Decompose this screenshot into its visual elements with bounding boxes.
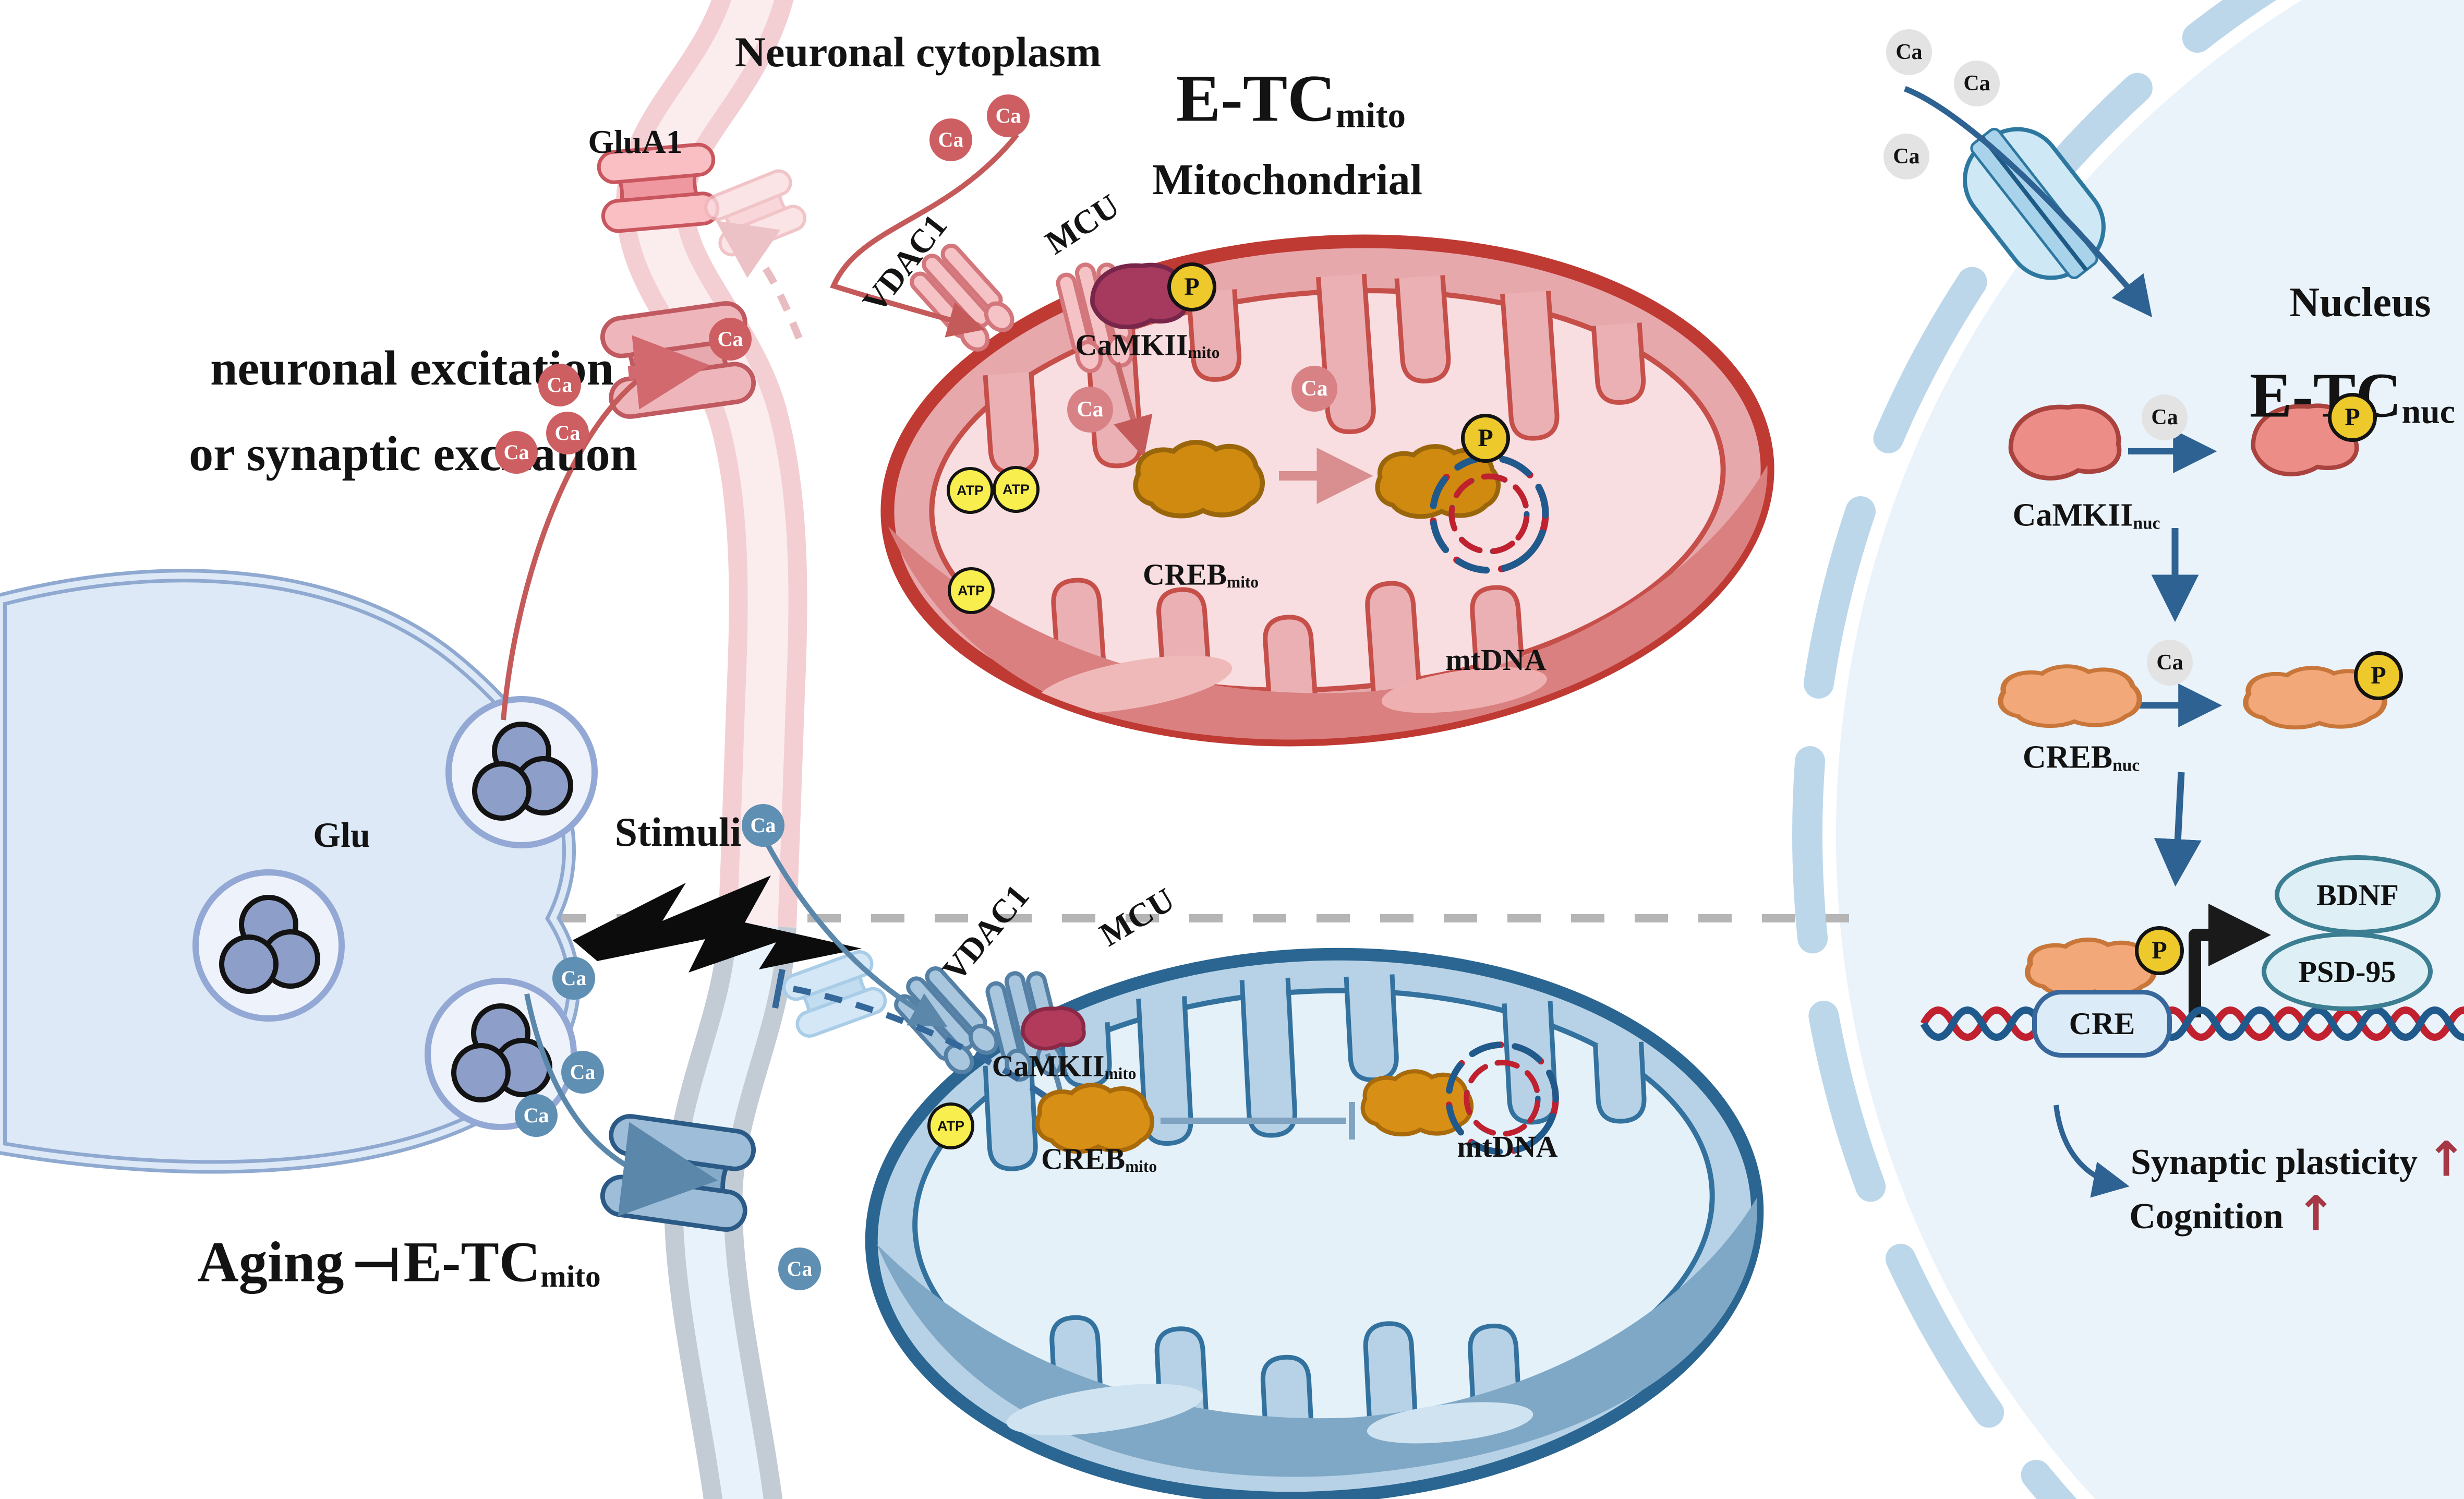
ca-influx-arrow [627,335,710,410]
inhibition-tbar [772,968,786,1009]
ca-ion-nucleus: Ca [1883,134,1929,179]
glu-vesicle [192,869,345,1022]
ca-influx-arrow-aged [618,1122,718,1217]
cognition-up-arrow: ↑ [2296,1185,2336,1242]
psd95-pill: PSD-95 [2262,932,2433,1011]
atp-token-aged: ATP [927,1102,974,1149]
phospho-badge: P [2135,926,2184,975]
flow-down-arrow-2 [2154,772,2202,887]
ca-path-to-vdac-aged [763,840,948,1027]
ca-ion: Ca [929,118,972,161]
ca-ion: Ca [709,318,752,361]
cre-box: CRE [2032,990,2172,1058]
glu-vesicle [425,978,577,1130]
cognition-label: Cognition [2129,1196,2284,1237]
stimuli-label: Stimuli [614,809,742,855]
ca-ion: Ca [538,364,581,406]
mcu-label-blue: MCU [1093,880,1181,954]
ca-ion-aged: Ca [742,804,784,847]
plasticity-up-arrow: ↑ [2426,1131,2464,1188]
outcome-curved-arrow [2054,1105,2130,1198]
matrix-shadow-blue [876,1197,1757,1477]
camkii-nuc-label: CaMKIInuc [2012,497,2160,533]
stimuli-bolt-icon [573,876,862,973]
camkii-mito-label-red: CaMKIImito [1075,328,1220,362]
synaptic-terminal [0,569,598,1174]
nuclear-envelope-ring [1792,0,2277,1499]
ca-ion-aged: Ca [515,1094,558,1137]
transcription-arrow [2189,904,2271,1017]
camkii-to-creb-arrow [1114,362,1153,458]
ca-entry-nucleus-arrow [1904,86,2153,318]
bdnf-pill: BDNF [2275,855,2441,934]
glua1-channel-icon [597,142,720,233]
synaptic-plasticity-label: Synaptic plasticity [2130,1142,2418,1182]
ca-ion-aged: Ca [552,957,595,1000]
ca-ion-aged: Ca [561,1051,604,1094]
creb-mito-label-red: CREBmito [1142,557,1259,592]
ca-ion-nucleus: Ca [1954,61,2000,106]
glu-vesicle [445,696,598,848]
ca-ion-matrix: Ca [1067,387,1113,433]
ca-ion-aged: Ca [778,1248,821,1290]
matrix-shadow-red [888,465,1768,747]
ca-influx-path [501,366,656,721]
atp-token: ATP [948,567,995,614]
ca-ion-matrix: Ca [1291,366,1337,412]
nucleus-body [1792,0,2464,1499]
ca-ion: Ca [546,412,589,454]
ca-path-to-vdac [830,133,1019,338]
phospho-badge: P [1167,262,1216,311]
vdac1-label-red: VDAC1 [855,207,955,319]
nucleus-title: Nucleus [2289,280,2431,326]
receptor-trafficking-dashed-arrow [716,220,803,340]
ca-ion: Ca [987,94,1030,137]
ca-ion-nucleus: Ca [1886,29,1932,75]
atp-token: ATP [947,467,994,514]
camkii-mito-label-blue: CaMKIImito [992,1049,1137,1083]
creb-mito-label-blue: CREBmito [1041,1142,1157,1176]
phospho-badge: P [2328,393,2377,442]
phospho-badge: P [1461,414,1510,463]
mtdna-label-blue: mtDNA [1457,1130,1558,1164]
ca-ion-nucleus: Ca [2147,640,2193,686]
vdac1-label-blue: VDAC1 [935,877,1036,988]
atp-token: ATP [993,466,1040,513]
dna-helix [1920,1006,2464,1041]
phospho-badge: P [2354,651,2403,700]
inhibition-glyph [355,1248,397,1281]
creb-nuc-label: CREBnuc [2022,739,2140,775]
aging-inhibition-dashed [792,986,1048,1099]
glua1-label: GluA1 [588,123,683,160]
ca-ion-nucleus: Ca [2142,394,2188,440]
mcu-label-red: MCU [1038,187,1126,261]
mitochondrial-title: Mitochondrial [1152,155,1422,204]
mtdna-label-red: mtDNA [1445,643,1547,677]
ca-ion: Ca [495,431,538,474]
glu-label: Glu [313,815,370,855]
etc-mito-title: E-TCmito [1176,61,1406,136]
mtdna-aged-icon [1445,1041,1559,1155]
blocked-channel-icon [782,950,887,1038]
neuronal-cytoplasm-label: Neuronal cytoplasm [734,28,1102,76]
